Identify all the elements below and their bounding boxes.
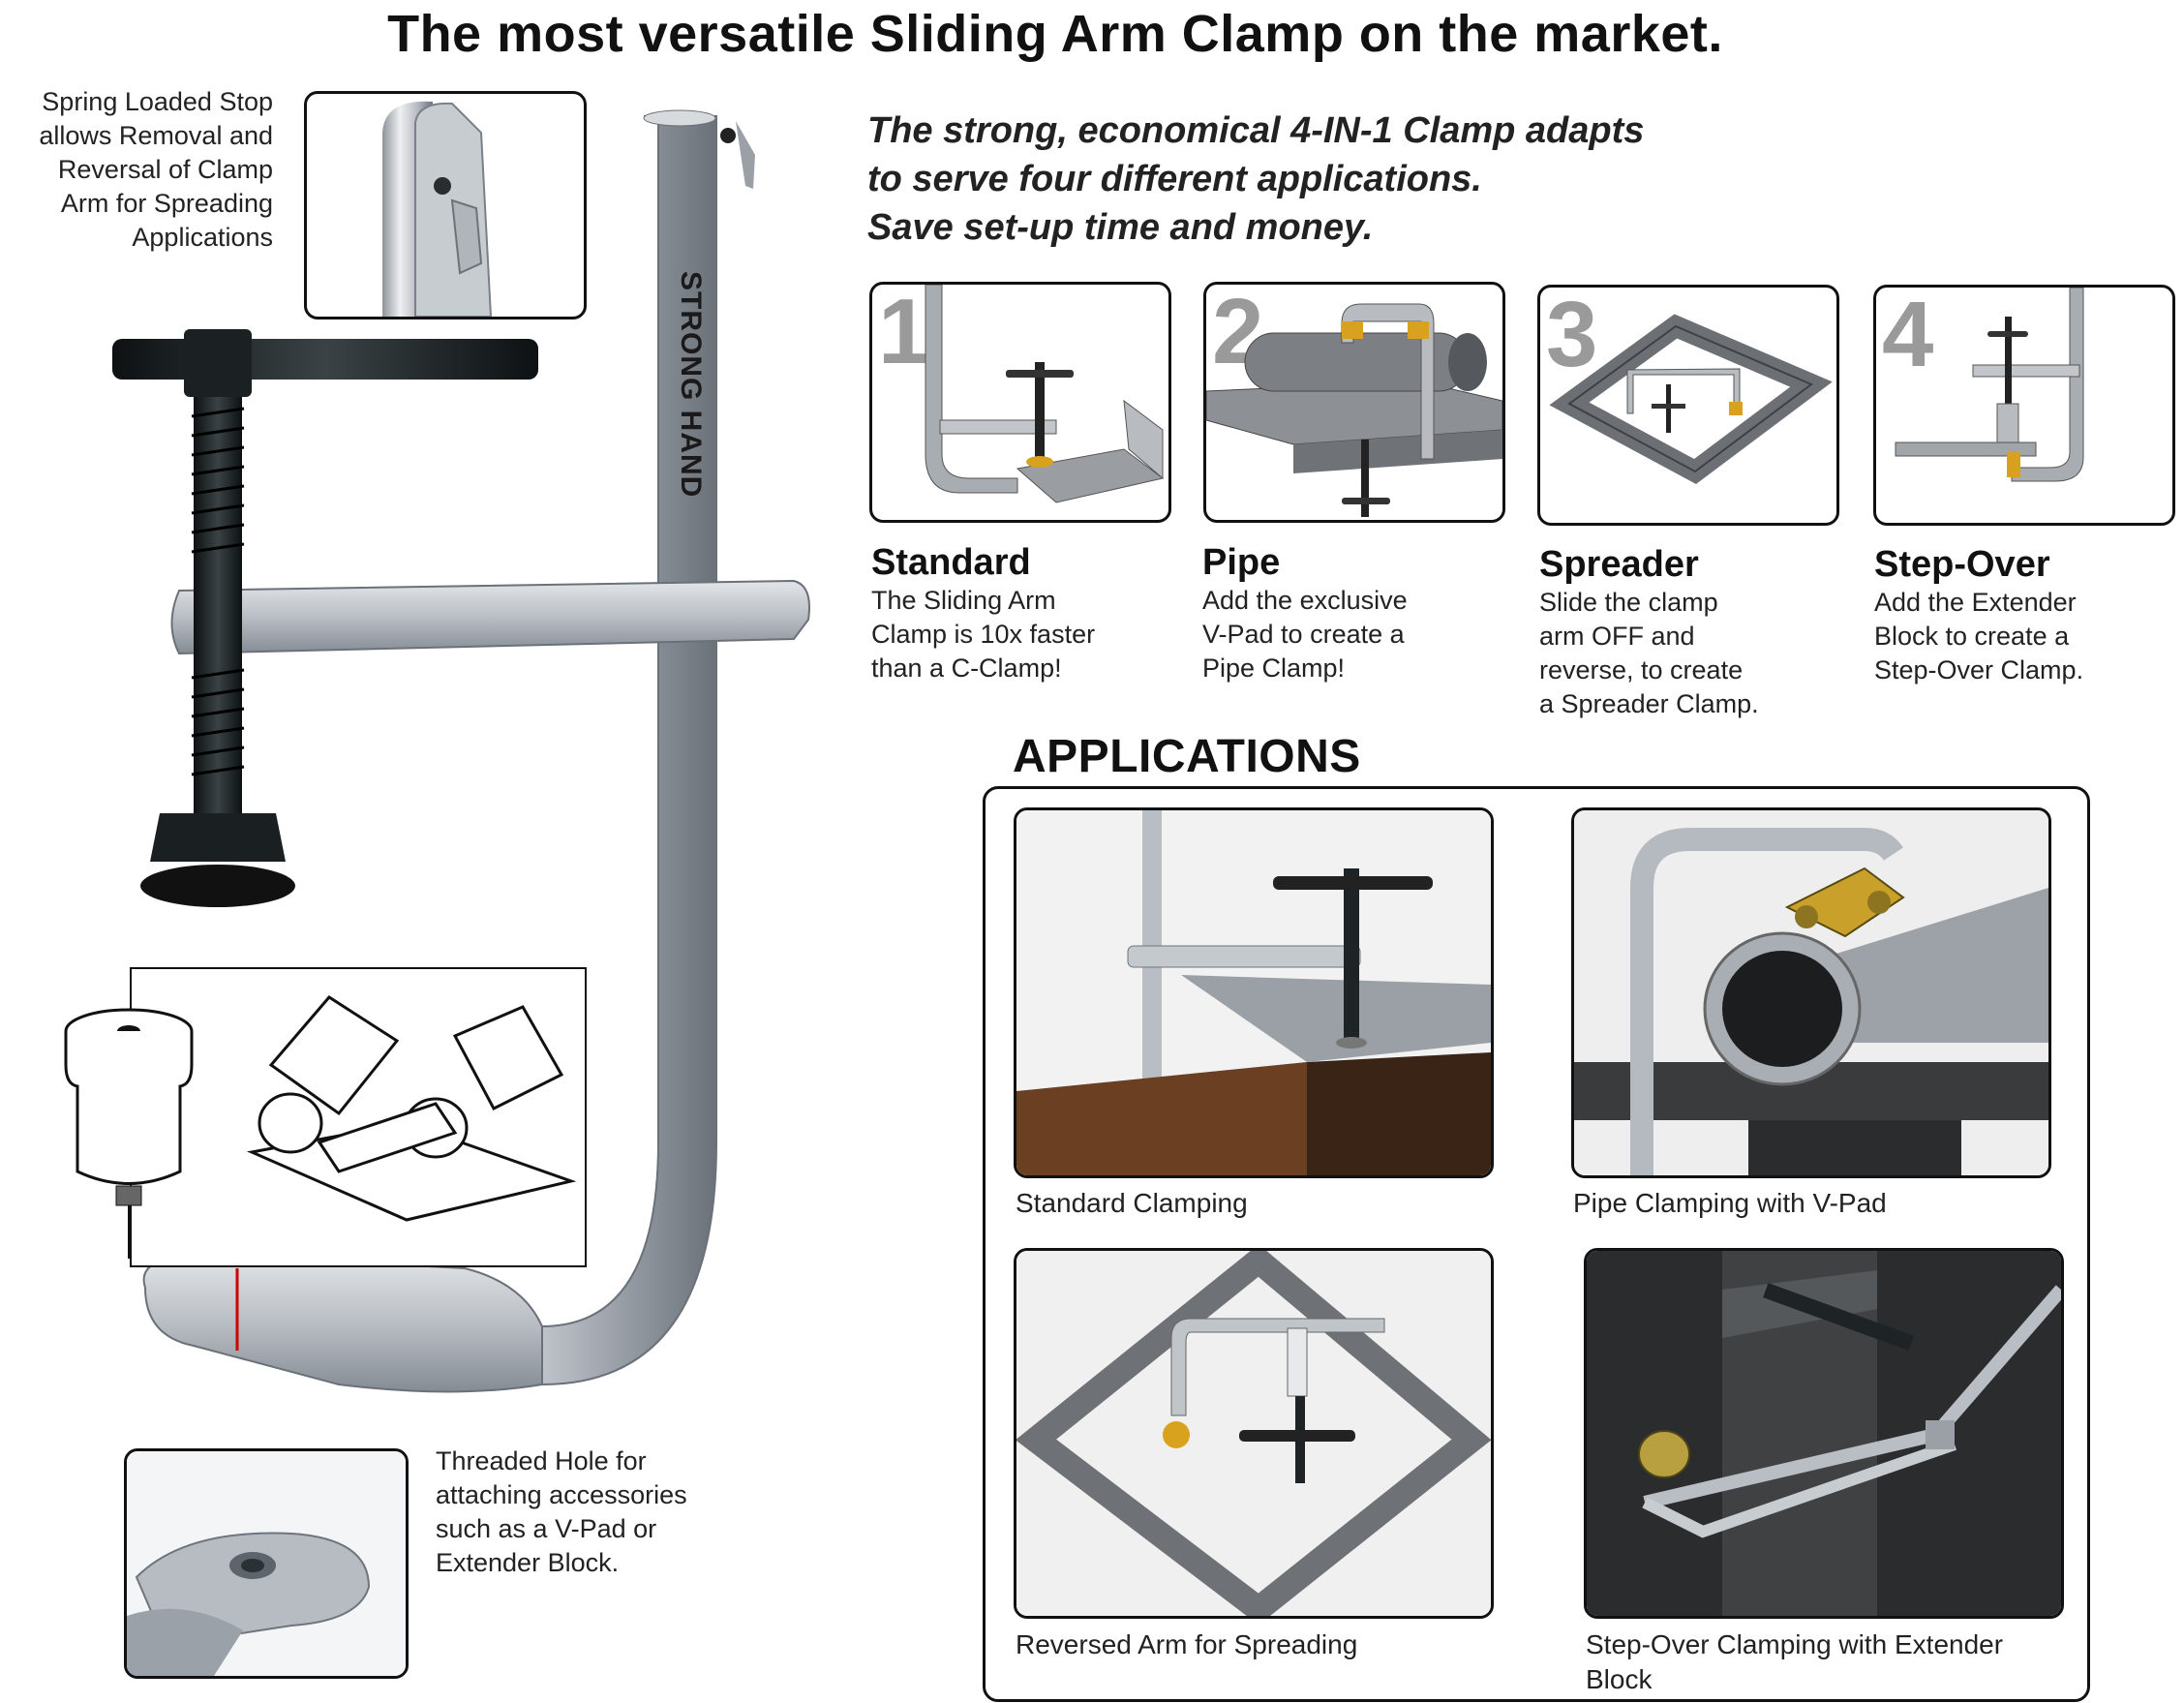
- mode-standard-image: 1: [869, 282, 1171, 523]
- main-clamp-image: [0, 97, 813, 1433]
- mode-desc-line: Step-Over Clamp.: [1874, 655, 2084, 684]
- callout-line: Reversal of Clamp: [57, 155, 273, 184]
- callout-line: such as a V-Pad or: [436, 1514, 657, 1543]
- app-caption: Step-Over Clamping with Extender Block: [1586, 1627, 2060, 1697]
- mode-pipe: Pipe Add the exclusive V-Pad to create a…: [1202, 542, 1512, 685]
- mode-desc-line: Add the Extender: [1874, 588, 2077, 617]
- mode-number: 4: [1882, 285, 1934, 386]
- threaded-hole-callout: Threaded Hole for attaching accessories …: [436, 1445, 784, 1580]
- mode-desc-line: Add the exclusive: [1202, 586, 1408, 615]
- applications-heading: APPLICATIONS: [1013, 731, 1361, 782]
- mode-title: Spreader: [1539, 544, 1699, 585]
- mode-title: Pipe: [1202, 542, 1281, 583]
- tagline-line: The strong, economical 4-IN-1 Clamp adap…: [867, 110, 1645, 151]
- caption-line: Reversed Arm for Spreading: [1016, 1629, 1358, 1659]
- mode-desc-line: Slide the clamp: [1539, 588, 1718, 617]
- app-caption: Pipe Clamping with V-Pad: [1573, 1186, 2048, 1221]
- mode-step-over: Step-Over Add the Extender Block to crea…: [1874, 544, 2182, 687]
- callout-line: Threaded Hole for: [436, 1446, 647, 1475]
- mode-desc-line: than a C-Clamp!: [871, 654, 1062, 683]
- callout-line: Spring Loaded Stop: [42, 87, 273, 116]
- tagline-line: to serve four different applications.: [867, 159, 1482, 199]
- caption-line: Block: [1586, 1664, 1653, 1694]
- mode-desc-line: arm OFF and: [1539, 622, 1695, 651]
- brand-text: STRONG HAND: [675, 271, 707, 499]
- step-over-photo: [1584, 1248, 2064, 1619]
- app-caption: Reversed Arm for Spreading: [1016, 1627, 1490, 1662]
- mode-title: Step-Over: [1874, 544, 2050, 585]
- page-title: The most versatile Sliding Arm Clamp on …: [387, 5, 1723, 63]
- mode-desc-line: a Spreader Clamp.: [1539, 689, 1759, 718]
- tagline-line: Save set-up time and money.: [867, 207, 1374, 248]
- callout-line: attaching accessories: [436, 1480, 687, 1509]
- callout-line: Arm for Spreading: [60, 189, 273, 218]
- mode-number: 1: [878, 282, 930, 383]
- caption-line: Step-Over Clamping with Extender: [1586, 1629, 2004, 1659]
- mode-spreader: Spreader Slide the clamp arm OFF and rev…: [1539, 544, 1849, 721]
- mode-desc-line: Block to create a: [1874, 622, 2070, 651]
- threaded-hole-detail-image: [124, 1448, 409, 1679]
- mode-desc-line: V-Pad to create a: [1202, 620, 1405, 649]
- mode-pipe-image: 2: [1203, 282, 1505, 523]
- app-caption: Standard Clamping: [1016, 1186, 1490, 1221]
- caption-line: Standard Clamping: [1016, 1188, 1248, 1218]
- tagline: The strong, economical 4-IN-1 Clamp adap…: [867, 106, 1835, 252]
- mode-desc-line: Clamp is 10x faster: [871, 620, 1096, 649]
- callout-line: Applications: [132, 223, 273, 252]
- mode-desc-line: The Sliding Arm: [871, 586, 1056, 615]
- mode-desc-line: Pipe Clamp!: [1202, 654, 1346, 683]
- mode-spreader-image: 3: [1537, 285, 1839, 526]
- standard-clamping-photo: [1014, 807, 1494, 1178]
- callout-line: Extender Block.: [436, 1548, 620, 1577]
- callout-line: allows Removal and: [39, 121, 273, 150]
- brand-logo: STRONG HAND: [668, 271, 707, 591]
- pipe-clamping-photo: [1571, 807, 2051, 1178]
- caption-line: Pipe Clamping with V-Pad: [1573, 1188, 1887, 1218]
- mode-desc-line: reverse, to create: [1539, 655, 1744, 684]
- spreader-photo: [1014, 1248, 1494, 1619]
- mode-number: 3: [1546, 285, 1598, 386]
- mode-title: Standard: [871, 542, 1031, 583]
- spring-stop-callout: Spring Loaded Stop allows Removal and Re…: [0, 85, 273, 255]
- spring-stop-detail-image: [304, 91, 587, 319]
- mode-step-over-image: 4: [1873, 285, 2175, 526]
- mode-standard: Standard The Sliding Arm Clamp is 10x fa…: [871, 542, 1181, 685]
- applications-frame: [983, 786, 2090, 1702]
